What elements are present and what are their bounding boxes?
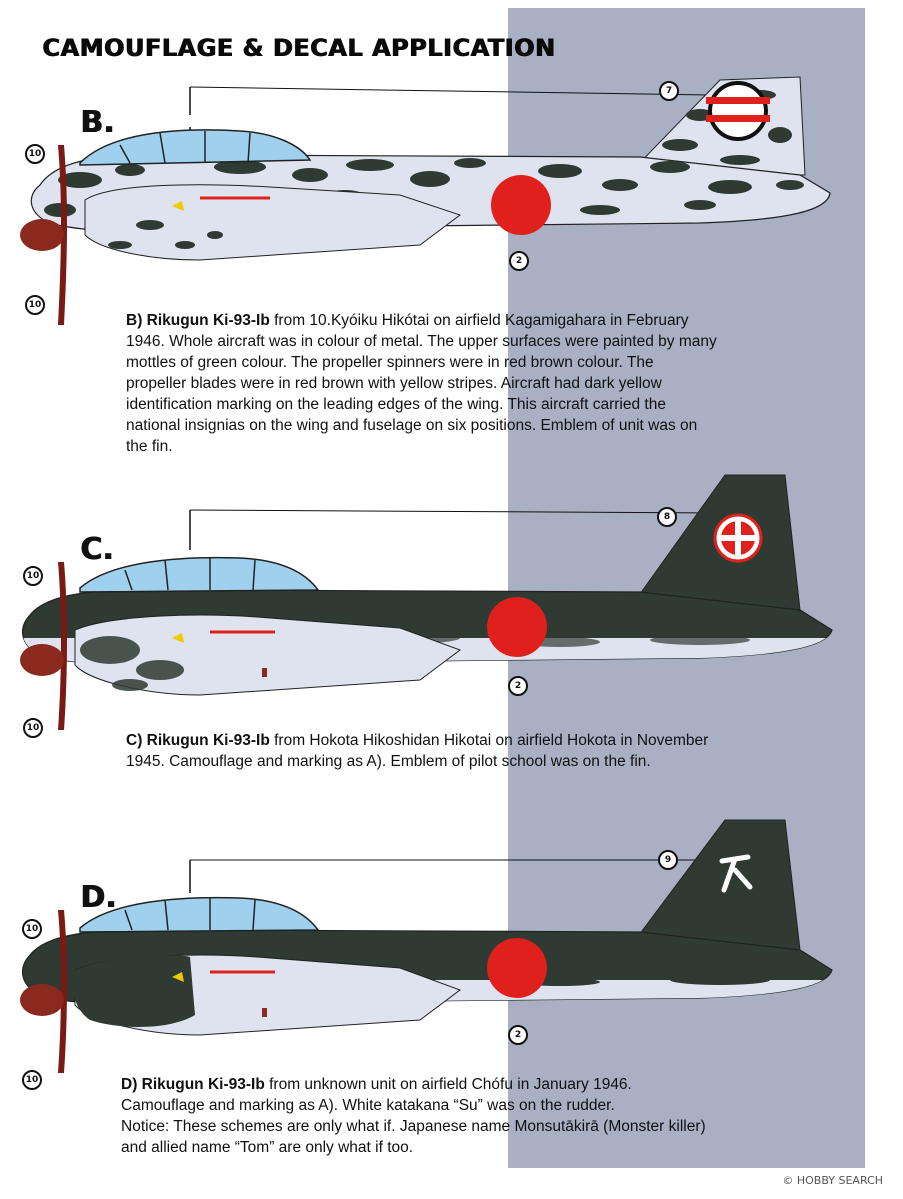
caption-c: C) Rikugun Ki-93-Ib from Hokota Hikoshid… (126, 732, 709, 770)
callout-prop-bottom: 10 (22, 1070, 42, 1090)
callout-tail-emblem: 8 (657, 507, 677, 527)
callout-wing: 2 (508, 676, 528, 696)
watermark: © HOBBY SEARCH (782, 1174, 883, 1187)
callout-prop-top: 10 (23, 566, 43, 586)
callout-prop-bottom: 10 (23, 718, 43, 738)
callout-tail-emblem: 7 (659, 81, 679, 101)
callout-tail-emblem: 9 (658, 850, 678, 870)
aircraft-profile-c: C. 8 2 10 10 (0, 470, 903, 738)
aircraft-profile-b: B. 7 2 10 10 (0, 75, 903, 335)
profile-letter: C. (80, 532, 114, 567)
callout-prop-top: 10 (25, 144, 45, 164)
caption-d: D) Rikugun Ki-93-Ib from unknown unit on… (121, 1076, 706, 1156)
profile-letter: B. (80, 105, 115, 140)
aircraft-profile-d: D. 9 2 10 10 (0, 815, 903, 1090)
caption-b: B) Rikugun Ki-93-Ib from 10.Kyóiku Hikót… (126, 312, 717, 455)
profile-letter: D. (80, 880, 117, 915)
callout-prop-top: 10 (22, 919, 42, 939)
page-title: CAMOUFLAGE & DECAL APPLICATION (42, 34, 556, 62)
callout-wing: 2 (509, 251, 529, 271)
callout-wing: 2 (508, 1025, 528, 1045)
callout-prop-bottom: 10 (25, 295, 45, 315)
